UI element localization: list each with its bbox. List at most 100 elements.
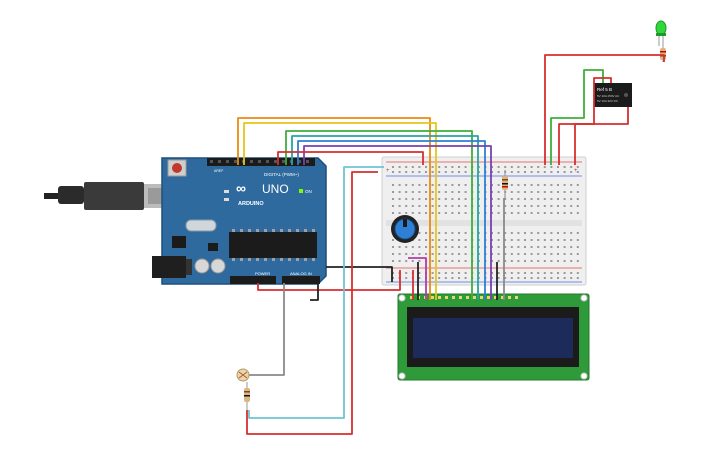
aref-label: AREF xyxy=(214,169,223,173)
breadboard-hole xyxy=(517,239,520,241)
breadboard-hole xyxy=(405,198,408,200)
wire-black-analog xyxy=(310,283,319,301)
breadboard-hole xyxy=(431,191,434,193)
breadboard-hole xyxy=(425,198,427,200)
breadboard-hole xyxy=(524,191,526,193)
breadboard-hole xyxy=(418,253,421,255)
breadboard-hole xyxy=(405,212,408,214)
breadboard-hole xyxy=(510,212,513,214)
svg-text:+: + xyxy=(386,168,390,174)
breadboard-hole xyxy=(438,171,441,173)
breadboard-hole xyxy=(451,205,454,207)
breadboard-hole xyxy=(458,184,460,186)
breadboard-hole xyxy=(550,205,553,207)
wire-red-digital xyxy=(277,151,424,165)
breadboard-hole xyxy=(458,277,460,279)
breadboard-hole xyxy=(438,184,441,186)
breadboard-hole xyxy=(392,212,394,214)
breadboard-hole xyxy=(524,260,526,262)
breadboard-hole xyxy=(537,272,540,274)
breadboard-hole xyxy=(451,239,454,241)
led-resistor-icon xyxy=(660,44,666,62)
breadboard-hole xyxy=(557,171,559,173)
breadboard-hole xyxy=(392,171,394,173)
breadboard-hole xyxy=(524,239,526,241)
breadboard-hole xyxy=(444,166,447,168)
breadboard-hole xyxy=(537,277,540,279)
breadboard-hole xyxy=(438,205,441,207)
breadboard-hole xyxy=(458,212,460,214)
breadboard-hole xyxy=(444,198,447,200)
breadboard-hole xyxy=(464,272,467,274)
breadboard-hole xyxy=(398,253,401,255)
breadboard-hole xyxy=(510,246,513,248)
relay-label-2: 5V 10A 250V AC xyxy=(597,94,620,98)
breadboard-hole xyxy=(543,184,546,186)
breadboard-hole xyxy=(431,232,434,234)
breadboard-hole xyxy=(451,253,454,255)
breadboard-hole xyxy=(405,166,408,168)
breadboard-hole xyxy=(517,246,520,248)
breadboard-hole xyxy=(411,166,414,168)
wire-red-5v xyxy=(257,270,401,291)
breadboard-hole xyxy=(418,239,421,241)
breadboard-hole xyxy=(405,253,408,255)
breadboard-hole xyxy=(398,171,401,173)
breadboard-hole xyxy=(524,277,526,279)
breadboard-hole xyxy=(464,205,467,207)
breadboard-hole xyxy=(491,272,493,274)
wire-teal xyxy=(291,135,479,300)
breadboard-hole xyxy=(557,212,559,214)
relay-label-1: Ref 5 B xyxy=(597,87,612,92)
breadboard-hole xyxy=(438,212,441,214)
digital-header-label: DIGITAL (PWM~) xyxy=(264,172,299,177)
breadboard-hole xyxy=(543,171,546,173)
breadboard-hole xyxy=(576,191,579,193)
breadboard-hole xyxy=(570,198,573,200)
breadboard-hole xyxy=(570,232,573,234)
breadboard-hole xyxy=(570,239,573,241)
breadboard-hole xyxy=(418,171,421,173)
potentiometer-icon[interactable] xyxy=(391,215,419,243)
breadboard-hole xyxy=(576,212,579,214)
breadboard-hole xyxy=(491,198,493,200)
breadboard-hole xyxy=(504,166,507,168)
breadboard-hole xyxy=(504,198,507,200)
breadboard-hole xyxy=(405,191,408,193)
breadboard-hole xyxy=(530,184,533,186)
breadboard-hole xyxy=(550,191,553,193)
lcd-screen xyxy=(413,318,573,358)
wire-black-gnd xyxy=(326,266,393,282)
wire-orange xyxy=(237,117,431,300)
breadboard-hole xyxy=(543,166,546,168)
breadboard-hole xyxy=(458,205,460,207)
breadboard-hole xyxy=(491,246,493,248)
breadboard-hole xyxy=(517,184,520,186)
on-led-label: ON xyxy=(305,189,312,194)
breadboard-hole xyxy=(444,260,447,262)
breadboard-hole xyxy=(510,272,513,274)
breadboard-hole xyxy=(570,212,573,214)
breadboard-hole xyxy=(425,232,427,234)
breadboard-hole xyxy=(418,246,421,248)
breadboard-hole xyxy=(543,260,546,262)
breadboard-hole xyxy=(530,239,533,241)
breadboard-hole xyxy=(563,272,566,274)
breadboard-hole xyxy=(517,198,520,200)
breadboard-hole xyxy=(557,191,559,193)
breadboard-hole xyxy=(405,205,408,207)
breadboard-hole xyxy=(491,191,493,193)
breadboard-hole xyxy=(530,205,533,207)
breadboard-hole xyxy=(438,253,441,255)
breadboard-hole xyxy=(491,184,493,186)
breadboard-hole xyxy=(431,184,434,186)
breadboard-hole xyxy=(517,212,520,214)
wire-red-ldr xyxy=(246,171,378,435)
breadboard-hole xyxy=(464,166,467,168)
breadboard-hole xyxy=(425,246,427,248)
reset-button-icon[interactable] xyxy=(167,159,187,177)
breadboard-hole xyxy=(530,191,533,193)
breadboard-hole xyxy=(570,166,573,168)
breadboard-hole xyxy=(557,246,559,248)
breadboard-hole xyxy=(438,166,441,168)
